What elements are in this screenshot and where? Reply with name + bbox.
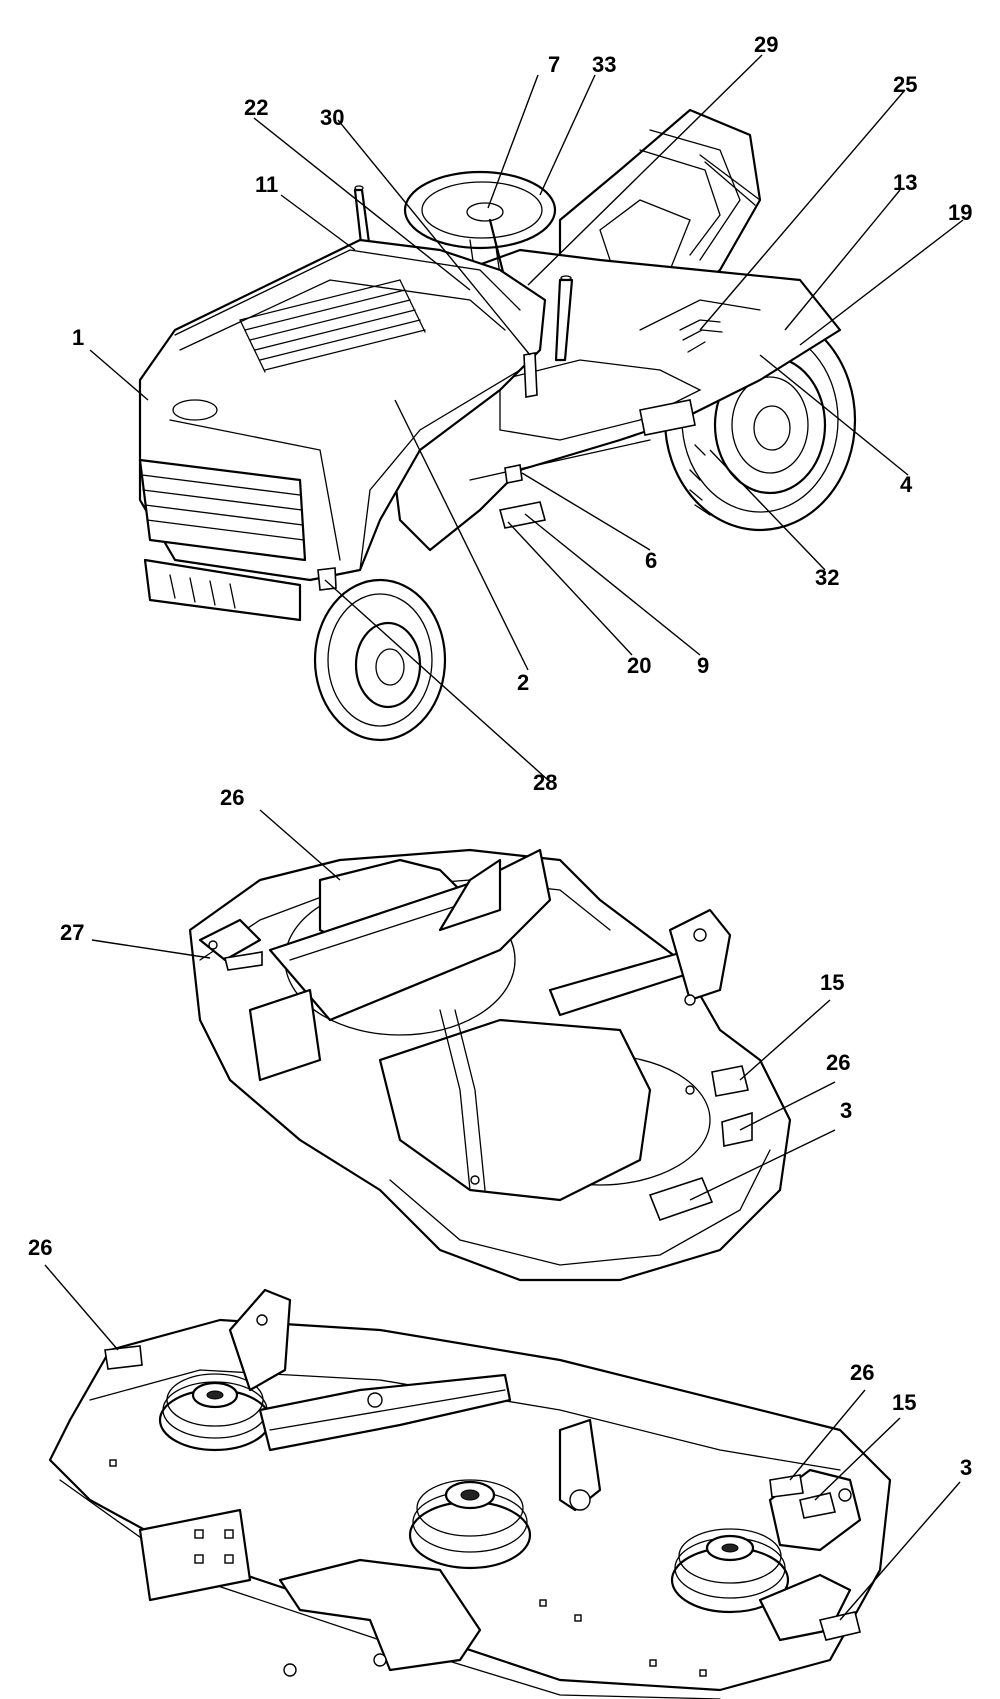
callout-9: 9 [697,653,709,678]
front-wheel [313,578,447,742]
levers [353,185,574,362]
callout-25: 25 [893,72,917,97]
callout-26-deck-bottom-left: 26 [28,1235,52,1260]
callout-22: 22 [244,95,268,120]
callout-6: 6 [645,548,657,573]
callout-26-deck-bottom-right: 26 [850,1360,874,1385]
mower-deck-top [188,848,792,1282]
callout-2: 2 [517,670,529,695]
spindle-right [670,1528,790,1614]
deck-top-callouts: 26 27 15 26 3 [60,785,852,1123]
callout-27: 27 [60,920,84,945]
callout-30: 30 [320,105,344,130]
callout-33: 33 [592,52,616,77]
hood [138,238,547,622]
tractor-decals [317,319,723,591]
tractor-illustration [89,54,964,781]
callout-26-deck-top-right: 26 [826,1050,850,1075]
mower-deck-bottom [48,1288,892,1699]
spindle-left [158,1373,272,1452]
tractor-callouts: 1 2 4 6 7 9 11 13 19 20 22 25 28 29 30 3… [72,32,972,795]
callout-20: 20 [627,653,651,678]
deck-top-leaders [91,809,836,1201]
callout-13: 13 [893,170,917,195]
callout-3-deck-bottom: 3 [960,1455,972,1480]
callout-15-deck-bottom: 15 [892,1390,916,1415]
callout-32: 32 [815,565,839,590]
callout-26-deck-top: 26 [220,785,244,810]
callout-1: 1 [72,325,84,350]
callout-29: 29 [754,32,778,57]
tractor-leaders [89,54,964,781]
callout-19: 19 [948,200,972,225]
callout-28: 28 [533,770,557,795]
callout-11: 11 [255,172,278,197]
callout-7: 7 [548,52,560,77]
deck-bottom-callouts: 26 26 15 3 [28,1235,972,1480]
callout-15-deck-top: 15 [820,970,844,995]
spindle-center [408,1479,532,1570]
callout-4: 4 [900,472,913,497]
deck-bottom-leaders [44,1264,961,1621]
callout-3-deck-top: 3 [840,1098,852,1123]
